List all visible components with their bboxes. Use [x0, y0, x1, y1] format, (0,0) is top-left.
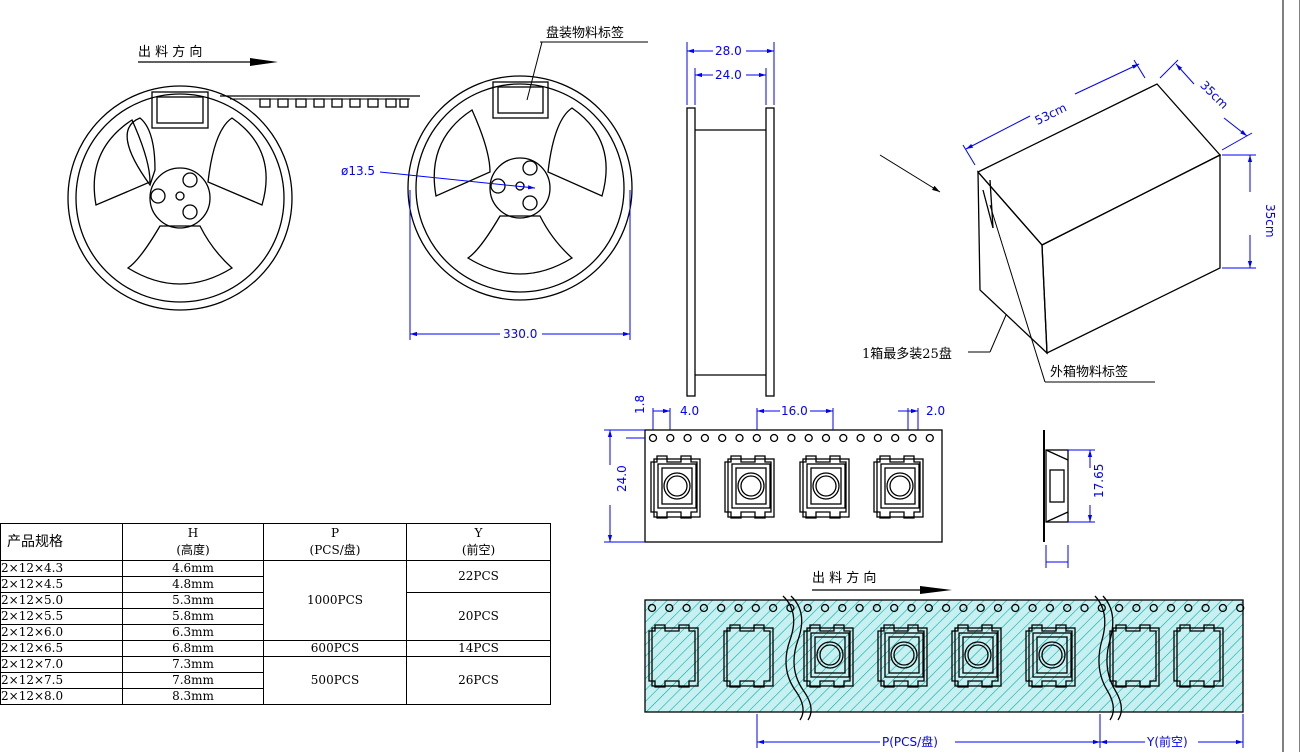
- table-row: 2×12×5.0 5.3mm 20PCS: [0, 592, 551, 641]
- spec-cell: 2×12×7.5: [0, 672, 123, 689]
- pcs-cell: 500PCS: [263, 656, 407, 705]
- box-height-dim: 35cm: [1263, 204, 1277, 238]
- header-spec: 产品规格: [0, 523, 123, 561]
- spec-cell: 2×12×6.0: [0, 624, 123, 641]
- height-cell: 5.3mm: [122, 592, 264, 609]
- carrier-tape-strip: [220, 95, 420, 108]
- shipping-box: 53cm 35cm 35cm 1箱最多装25盘 外箱物料标签: [862, 59, 1277, 383]
- pocket: [877, 624, 928, 688]
- pocket: [1025, 624, 1076, 688]
- spec-cell: 2×12×4.3: [0, 560, 123, 577]
- tape-leader-diagram: 出 料 方 向 P(PCS/盘) Y(前空): [644, 570, 1245, 749]
- pocket-pitch-dim: 16.0: [781, 404, 808, 418]
- pocket: [873, 455, 924, 519]
- sprocket-holes: [648, 433, 934, 443]
- spec-cell: 2×12×5.0: [0, 592, 123, 609]
- pocket: [650, 455, 701, 519]
- box-length-dim: 53cm: [1033, 100, 1069, 127]
- pcs-cell: 1000PCS: [263, 560, 407, 641]
- feed-direction-label-2: 出 料 方 向: [812, 570, 876, 586]
- pocket: [724, 455, 775, 519]
- spec-table: 产品规格 H(高度) P(PCS/盘) Y(前空) 2×12×4.3 4.6mm…: [0, 523, 551, 705]
- box-capacity-note: 1箱最多装25盘: [862, 346, 952, 362]
- spec-cell: 2×12×6.5: [0, 640, 123, 657]
- tape-side-profile: 17.65: [1043, 430, 1106, 568]
- height-cell: 8.3mm: [122, 688, 264, 705]
- height-cell: 7.3mm: [122, 656, 264, 673]
- pocket: [648, 624, 699, 688]
- height-cell: 6.8mm: [122, 640, 264, 657]
- p-dimension-label: P(PCS/盘): [882, 734, 938, 749]
- box-width-dim: 35cm: [1197, 78, 1231, 112]
- height-cell: 7.8mm: [122, 672, 264, 689]
- y-dimension-label: Y(前空): [1146, 734, 1188, 749]
- front-empty-cell: 22PCS: [406, 560, 551, 593]
- pocket: [1109, 624, 1160, 688]
- pcs-cell: 600PCS: [263, 640, 407, 657]
- pocket: [799, 455, 850, 519]
- spec-cell: 2×12×4.5: [0, 576, 123, 593]
- table-row: 2×12×7.0 7.3mm 500PCS 26PCS: [0, 656, 551, 705]
- hole-offset-dim: 2.0: [926, 404, 945, 418]
- hub-diameter-dim: ø13.5: [341, 164, 375, 178]
- box-label-caption: 外箱物料标签: [1050, 364, 1128, 380]
- reel-side-view: 28.0 24.0: [686, 42, 775, 397]
- table-row: 2×12×8.0 8.3mm: [0, 688, 551, 705]
- spec-cell: 2×12×8.0: [0, 688, 123, 705]
- spec-cell: 2×12×7.0: [0, 656, 123, 673]
- height-cell: 4.6mm: [122, 560, 264, 577]
- header-h: H(高度): [122, 523, 264, 561]
- reel-outer-width-dim: 28.0: [715, 44, 742, 58]
- reel-inner-width-dim: 24.0: [715, 68, 742, 82]
- front-empty-cell: 14PCS: [406, 640, 551, 657]
- table-header-row: 产品规格 H(高度) P(PCS/盘) Y(前空): [0, 523, 551, 561]
- tape-width-dim: 24.0: [615, 465, 629, 492]
- hole-pitch-dim: 4.0: [680, 404, 699, 418]
- height-cell: 6.3mm: [122, 624, 264, 641]
- pocket: [803, 624, 854, 688]
- height-cell: 5.8mm: [122, 608, 264, 625]
- table-row: 2×12×6.5 6.8mm 600PCS 14PCS: [0, 640, 551, 657]
- reel-front-view-1: 出 料 方 向: [67, 44, 420, 311]
- reel-label-caption: 盘装物料标签: [546, 25, 624, 41]
- header-p: P(PCS/盘): [263, 523, 407, 561]
- pocket-depth-dim: 17.65: [1092, 464, 1106, 498]
- pocket: [1173, 624, 1224, 688]
- header-y: Y(前空): [406, 523, 551, 561]
- component-pockets: [650, 455, 924, 519]
- table-row: 2×12×4.3 4.6mm 1000PCS 22PCS: [0, 560, 551, 641]
- reel-front-view-2: 盘装物料标签 ø13.5 330.0: [341, 25, 648, 341]
- feed-direction-label: 出 料 方 向: [138, 44, 202, 60]
- leader-pockets: [648, 624, 1224, 688]
- spec-cell: 2×12×5.5: [0, 608, 123, 625]
- reel-diameter-dim: 330.0: [503, 327, 537, 341]
- pocket: [951, 624, 1002, 688]
- leader-sprocket-holes: [647, 603, 1245, 613]
- front-empty-cell: 20PCS: [406, 592, 551, 641]
- carrier-tape-top-view: 4.0 16.0 2.0 1.8 24.0: [604, 395, 945, 543]
- pocket: [723, 624, 774, 688]
- table-row: 2×12×4.5 4.8mm: [0, 576, 551, 593]
- front-empty-cell: 26PCS: [406, 656, 551, 705]
- height-cell: 4.8mm: [122, 576, 264, 593]
- tape-edge-dim: 1.8: [633, 395, 647, 414]
